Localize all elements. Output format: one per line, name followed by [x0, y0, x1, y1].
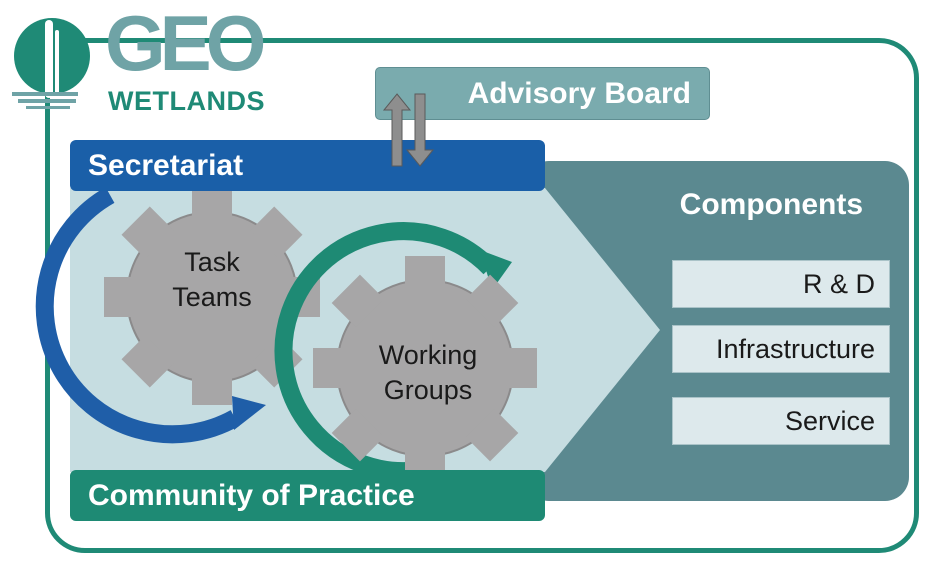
- component-service: Service: [672, 397, 890, 445]
- logo-wordmark: WETLANDS: [108, 86, 265, 116]
- working-groups-line1: Working: [378, 340, 478, 370]
- community-of-practice-bar: Community of Practice: [70, 470, 545, 521]
- task-teams-label: Task Teams: [162, 245, 262, 315]
- task-teams-line2: Teams: [172, 282, 252, 312]
- geo-wetlands-logo: GEO WETLANDS: [8, 0, 266, 116]
- logo-emblem-icon: [12, 18, 90, 109]
- task-teams-line1: Task: [184, 247, 240, 277]
- down-arrow-icon: [405, 93, 435, 167]
- up-arrow-icon: [382, 93, 412, 167]
- advisory-board-box: Advisory Board: [375, 67, 710, 120]
- components-title: Components: [679, 188, 863, 221]
- working-groups-arrowhead: [480, 250, 512, 290]
- logo-geo-text: GEO: [105, 0, 266, 87]
- working-groups-label: Working Groups: [358, 338, 498, 408]
- component-rd: R & D: [672, 260, 890, 308]
- working-groups-gear: [313, 256, 537, 480]
- task-teams-cycle-arrow: [35, 187, 240, 444]
- working-groups-cycle-arrow: [274, 222, 497, 481]
- secretariat-bar: Secretariat: [70, 140, 545, 191]
- task-teams-arrowhead: [232, 396, 266, 430]
- component-infrastructure: Infrastructure: [672, 325, 890, 373]
- working-groups-line2: Groups: [383, 375, 473, 405]
